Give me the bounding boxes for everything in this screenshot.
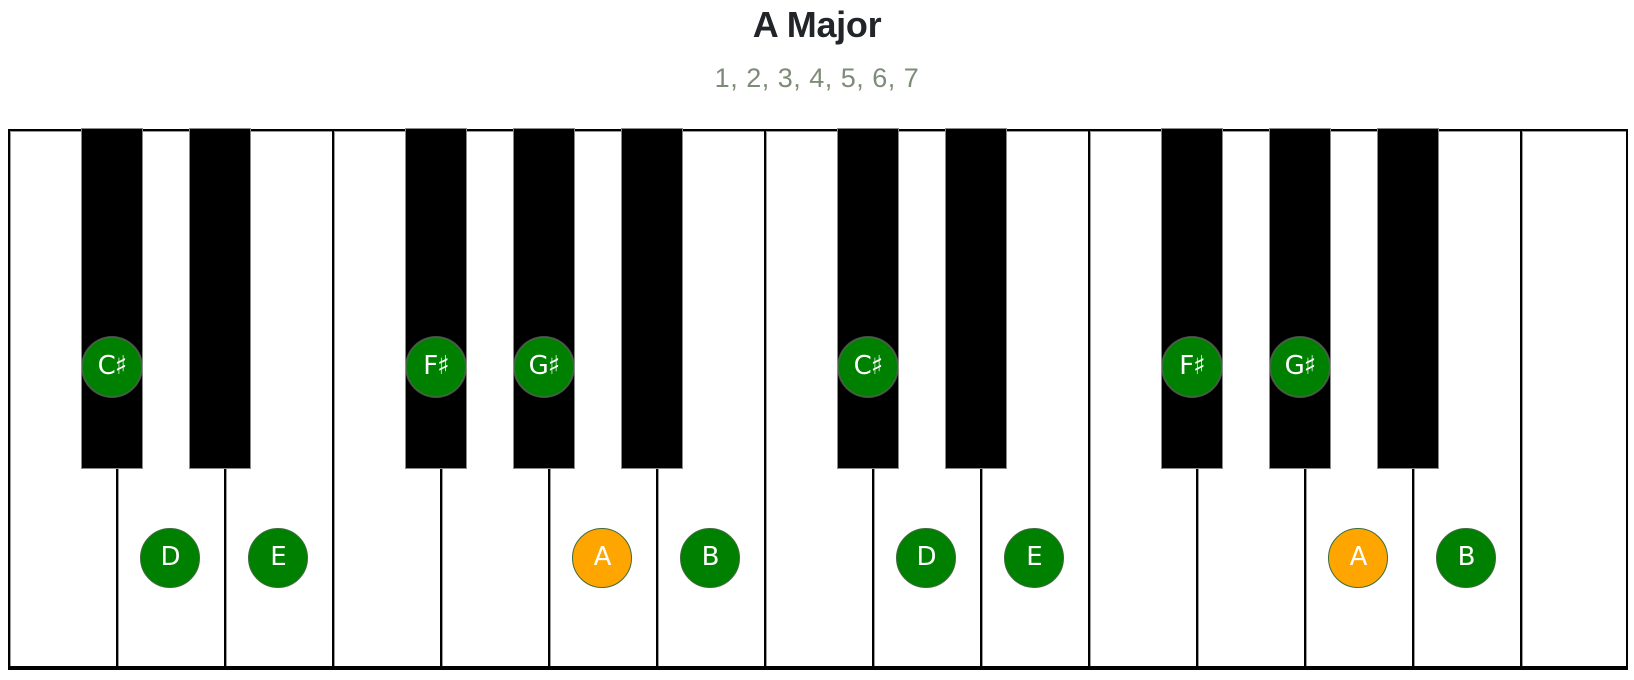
scale-note-marker-e: E: [1004, 528, 1064, 588]
scale-title: A Major: [752, 4, 882, 45]
scale-note-marker-g-sharp: G♯: [514, 337, 574, 397]
piano-bottom-edge: [8, 665, 1628, 670]
scale-note-marker-b: B: [1436, 528, 1496, 588]
scale-note-marker-f-sharp: F♯: [406, 337, 466, 397]
black-key-d-sharp[interactable]: [190, 129, 250, 468]
root-note-marker-a: A: [1328, 528, 1388, 588]
scale-note-marker-f-sharp: F♯: [1162, 337, 1222, 397]
scale-note-marker-c-sharp: C♯: [82, 337, 142, 397]
scale-note-marker-d: D: [896, 528, 956, 588]
scale-note-marker-e: E: [248, 528, 308, 588]
scale-note-marker-b: B: [680, 528, 740, 588]
black-key-g-sharp[interactable]: [514, 129, 574, 468]
black-key-c-sharp[interactable]: [82, 129, 142, 468]
black-key-f-sharp[interactable]: [406, 129, 466, 468]
black-key-a-sharp[interactable]: [1378, 129, 1438, 468]
scale-note-marker-g-sharp: G♯: [1270, 337, 1330, 397]
black-key-g-sharp[interactable]: [1270, 129, 1330, 468]
white-key-c[interactable]: [1520, 129, 1628, 666]
root-note-marker-a: A: [572, 528, 632, 588]
black-key-f-sharp[interactable]: [1162, 129, 1222, 468]
scale-degrees: 1, 2, 3, 4, 5, 6, 7: [714, 63, 920, 93]
scale-note-marker-c-sharp: C♯: [838, 337, 898, 397]
black-key-d-sharp[interactable]: [946, 129, 1006, 468]
scale-note-marker-d: D: [140, 528, 200, 588]
black-key-a-sharp[interactable]: [622, 129, 682, 468]
black-key-c-sharp[interactable]: [838, 129, 898, 468]
